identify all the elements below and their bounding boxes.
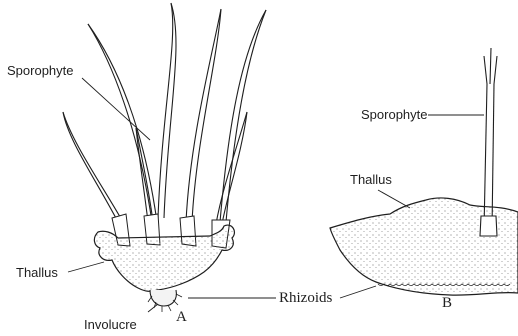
leader-rhizoids-b [340,286,376,298]
leader-thallus-a [68,262,104,272]
label-thallus-a: Thallus [16,266,58,279]
label-rhizoids: Rhizoids [279,291,332,306]
sporophytes-a [63,3,266,224]
thallus-b-body [330,198,518,295]
label-sporophyte-b: Sporophyte [361,108,428,121]
leader-involucre [148,304,158,312]
leader-thallus-b [378,190,410,208]
involucre-structure [150,290,176,306]
label-figure-a: A [176,310,187,325]
leader-sporophyte-a [82,78,150,140]
label-sporophyte-a: Sporophyte [7,64,74,77]
label-thallus-b: Thallus [350,173,392,186]
label-involucre: Involucre [84,318,137,331]
figure-a [63,3,266,312]
label-figure-b: B [442,296,452,311]
thallus-a-body [94,225,234,291]
